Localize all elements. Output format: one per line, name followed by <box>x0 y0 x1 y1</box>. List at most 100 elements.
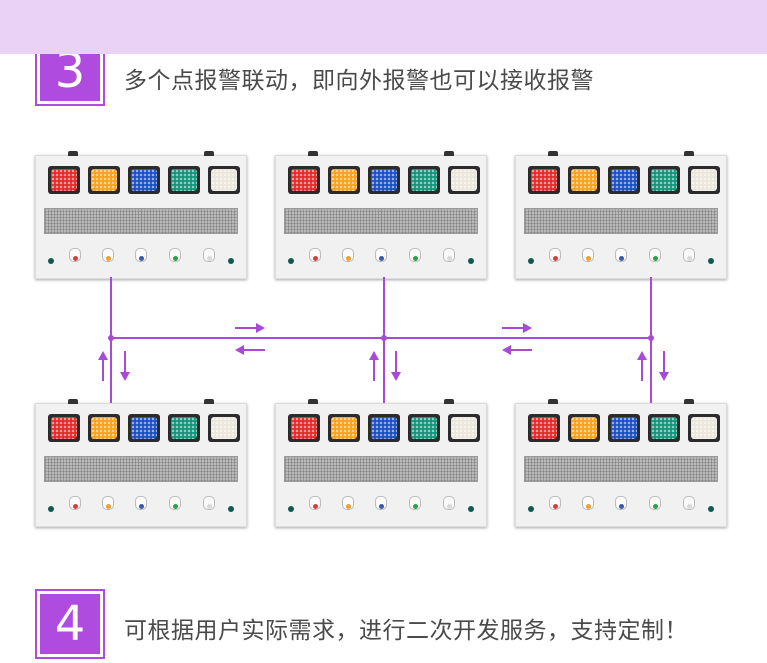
section-3-title: 多个点报警联动，即向外报警也可以接收报警 <box>124 68 594 94</box>
panel-button[interactable] <box>549 496 561 510</box>
indicator-led <box>528 258 534 264</box>
button-color-dot <box>173 504 178 509</box>
button-color-dot <box>553 504 558 509</box>
speaker-grille <box>44 456 238 482</box>
arrow-right-icon <box>502 323 532 333</box>
panel-button[interactable] <box>582 496 594 510</box>
alarm-panel <box>515 399 727 527</box>
button-color-dot <box>687 256 692 261</box>
button-color-dot <box>413 504 418 509</box>
alarm-panel <box>275 399 487 527</box>
panel-button[interactable] <box>683 496 695 510</box>
panel-button[interactable] <box>615 248 627 262</box>
warning-lamp <box>648 166 680 194</box>
panel-button[interactable] <box>169 496 181 510</box>
indicator-led <box>468 258 474 264</box>
arrow-down-icon <box>391 351 401 381</box>
panel-button[interactable] <box>135 248 147 262</box>
mount-tab <box>444 151 454 156</box>
warning-lamp <box>528 414 560 442</box>
warning-lamp <box>208 414 240 442</box>
indicator-led <box>468 506 474 512</box>
mount-tab <box>444 399 454 404</box>
lamp-lens <box>611 417 637 439</box>
lamp-lens <box>571 417 597 439</box>
lamp-lens <box>131 169 157 191</box>
warning-lamp <box>608 166 640 194</box>
lamp-lens <box>331 169 357 191</box>
mount-tab <box>68 399 78 404</box>
lamp-lens <box>51 417 77 439</box>
panel-button[interactable] <box>102 248 114 262</box>
button-color-dot <box>687 504 692 509</box>
indicator-led <box>48 258 54 264</box>
button-color-dot <box>346 504 351 509</box>
arrow-down-icon <box>659 351 669 381</box>
warning-lamp <box>288 166 320 194</box>
lamp-lens <box>91 417 117 439</box>
panel-button[interactable] <box>135 496 147 510</box>
panel-button[interactable] <box>203 496 215 510</box>
warning-lamp <box>128 166 160 194</box>
panel-button[interactable] <box>409 496 421 510</box>
warning-lamp <box>288 414 320 442</box>
panel-button[interactable] <box>203 248 215 262</box>
lamp-lens <box>171 169 197 191</box>
panel-button[interactable] <box>649 496 661 510</box>
panel-button[interactable] <box>615 496 627 510</box>
lamp-lens <box>211 417 237 439</box>
button-color-dot <box>413 256 418 261</box>
panel-button[interactable] <box>649 248 661 262</box>
warning-lamp <box>88 166 120 194</box>
button-color-dot <box>313 504 318 509</box>
panel-button[interactable] <box>169 248 181 262</box>
warning-lamp <box>368 414 400 442</box>
panel-button[interactable] <box>309 248 321 262</box>
panel-button[interactable] <box>375 248 387 262</box>
alarm-panel <box>275 151 487 279</box>
lamp-lens <box>211 169 237 191</box>
mount-tab <box>204 399 214 404</box>
arrow-right-icon <box>235 323 265 333</box>
mount-tab <box>548 151 558 156</box>
lamp-lens <box>651 417 677 439</box>
button-color-dot <box>313 256 318 261</box>
mount-tab <box>308 151 318 156</box>
panel-button[interactable] <box>342 248 354 262</box>
panel-button[interactable] <box>102 496 114 510</box>
lamp-lens <box>691 417 717 439</box>
warning-lamp <box>128 414 160 442</box>
button-color-dot <box>553 256 558 261</box>
panel-button[interactable] <box>342 496 354 510</box>
panel-button[interactable] <box>549 248 561 262</box>
lamp-lens <box>51 169 77 191</box>
button-color-dot <box>106 256 111 261</box>
arrow-up-icon <box>98 351 108 381</box>
button-color-dot <box>173 256 178 261</box>
panel-button[interactable] <box>309 496 321 510</box>
mount-tab <box>68 151 78 156</box>
arrow-up-icon <box>369 351 379 381</box>
panel-button[interactable] <box>443 248 455 262</box>
speaker-grille <box>284 456 478 482</box>
warning-lamp <box>408 414 440 442</box>
lamp-lens <box>371 417 397 439</box>
panel-button[interactable] <box>443 496 455 510</box>
warning-lamp <box>528 166 560 194</box>
section-4-number: 4 <box>35 589 105 659</box>
warning-lamp <box>568 166 600 194</box>
panel-button[interactable] <box>375 496 387 510</box>
lamp-lens <box>411 417 437 439</box>
panel-button[interactable] <box>409 248 421 262</box>
lamp-lens <box>531 417 557 439</box>
lamp-lens <box>131 417 157 439</box>
button-color-dot <box>447 256 452 261</box>
button-color-dot <box>73 504 78 509</box>
panel-button[interactable] <box>69 248 81 262</box>
panel-button[interactable] <box>582 248 594 262</box>
alarm-panel <box>515 151 727 279</box>
panel-button[interactable] <box>69 496 81 510</box>
button-color-dot <box>619 504 624 509</box>
indicator-led <box>228 506 234 512</box>
panel-button[interactable] <box>683 248 695 262</box>
